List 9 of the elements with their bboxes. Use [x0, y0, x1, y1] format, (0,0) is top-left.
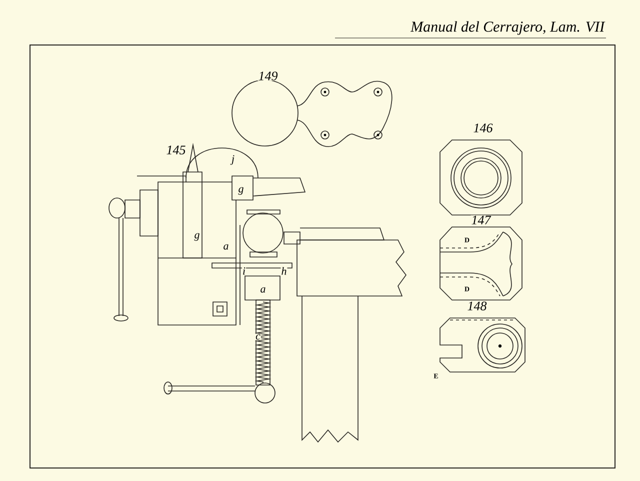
figure-number: 147 [470, 215, 492, 225]
figure-number: 146 [472, 123, 494, 133]
figure-number: 148 [466, 301, 488, 311]
part-letter: j [230, 154, 236, 166]
figure-number: 145 [166, 145, 186, 155]
plate-title: Manual del Cerrajero, Lam. VII [410, 21, 606, 35]
figure-number: 149 [258, 71, 278, 81]
part-letter: c [255, 334, 261, 340]
part-letter: i [242, 266, 246, 276]
